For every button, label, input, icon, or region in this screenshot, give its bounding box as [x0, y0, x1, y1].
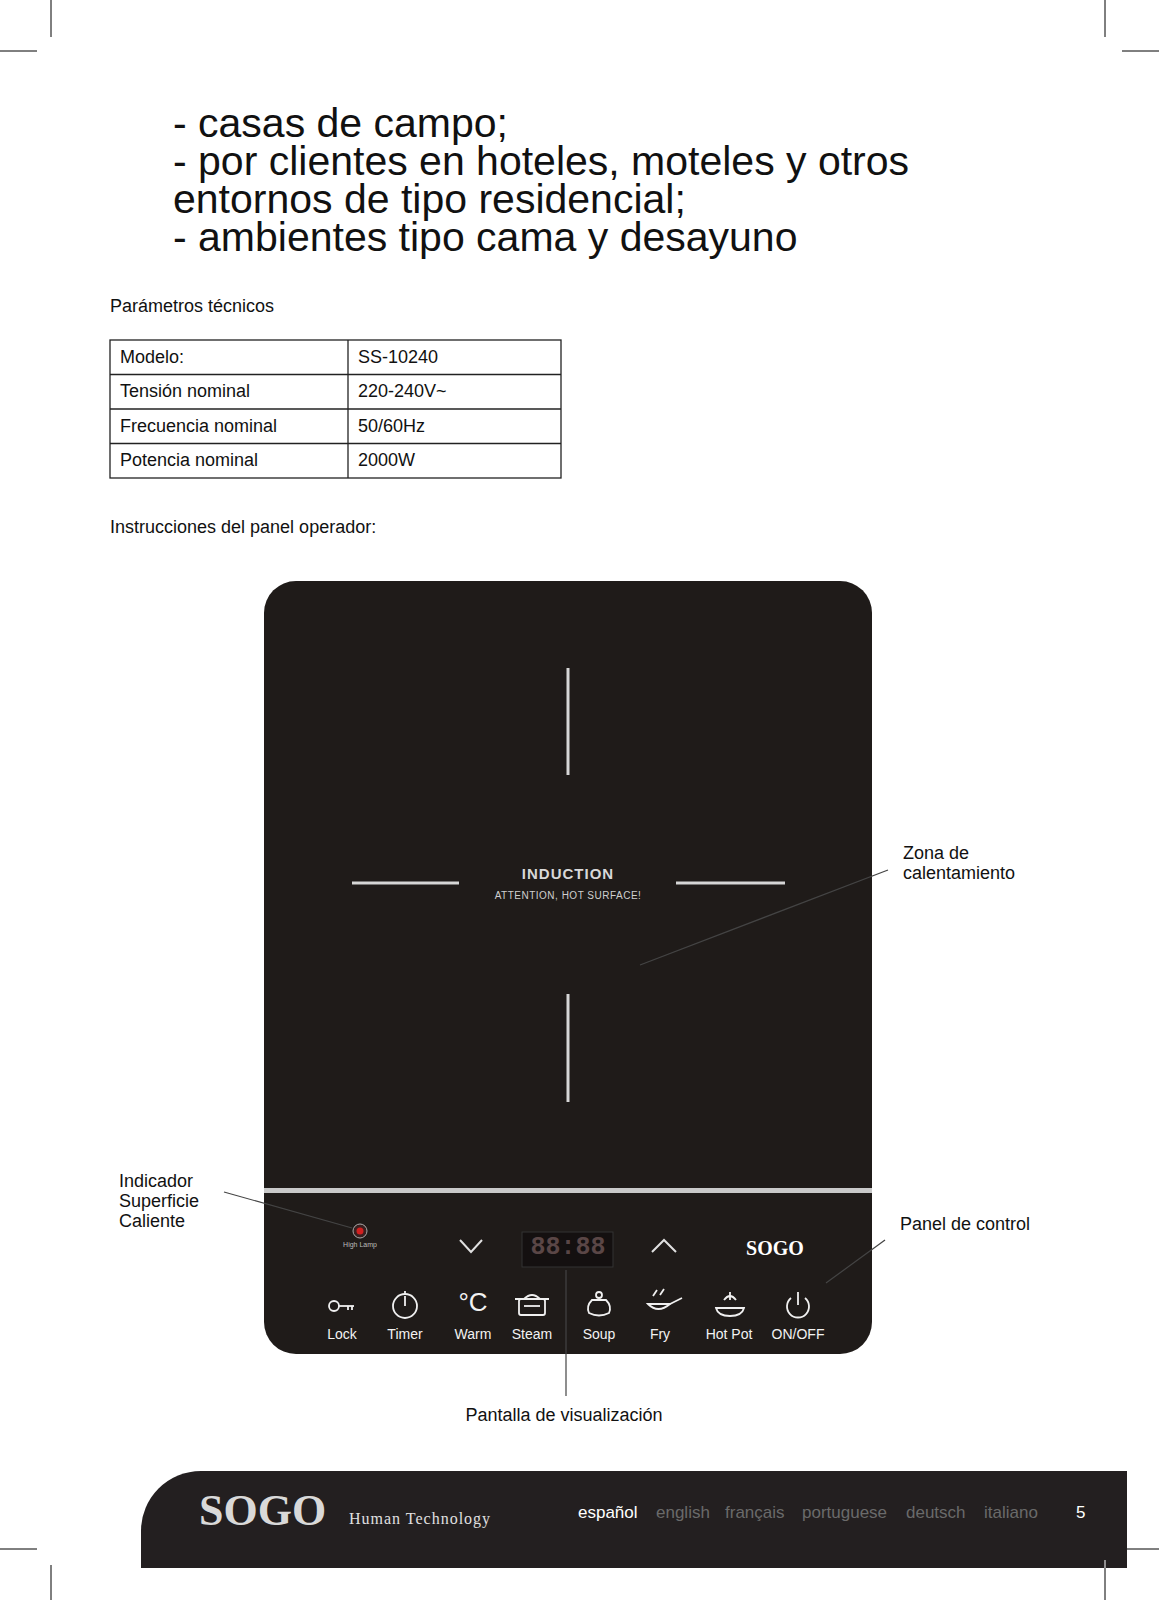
- leader-lines: [224, 870, 888, 1396]
- table-cell: Frecuencia nominal: [120, 416, 277, 437]
- button-label: Timer: [387, 1326, 422, 1342]
- brand-text: INDUCTION: [522, 865, 614, 882]
- button-label: Hot Pot: [706, 1326, 753, 1342]
- warm-symbol: °C: [458, 1288, 487, 1318]
- warning-text: ATTENTION, HOT SURFACE!: [495, 890, 642, 902]
- table-cell: 50/60Hz: [358, 416, 425, 437]
- footer-band: SOGO Human Technology español english frança…: [141, 1471, 1127, 1568]
- cooktop-illustration: [264, 581, 872, 1354]
- language-tab: deutsch: [906, 1503, 966, 1523]
- page-number: 5: [1076, 1503, 1085, 1523]
- lamp-label: High Lamp: [343, 1241, 377, 1249]
- language-tab: español: [578, 1503, 638, 1523]
- callout-label: Pantalla de visualización: [465, 1405, 662, 1426]
- callout-label: Zona de calentamiento: [903, 843, 1053, 883]
- button-label: Soup: [583, 1326, 616, 1342]
- button-label: Warm: [455, 1326, 492, 1342]
- button-label: Lock: [327, 1326, 357, 1342]
- section-heading: Parámetros técnicos: [110, 296, 274, 317]
- display-digits: 88:88: [530, 1234, 605, 1263]
- cooktop-panel: INDUCTION ATTENTION, HOT SURFACE! High Lam…: [264, 581, 872, 1354]
- callout-label: Indicador Superficie Caliente: [119, 1171, 223, 1231]
- language-tab: français: [725, 1503, 785, 1523]
- table-cell: Modelo:: [120, 347, 184, 368]
- section-heading: Instrucciones del panel operador:: [110, 517, 376, 538]
- table-cell: SS-10240: [358, 347, 438, 368]
- table-cell: 2000W: [358, 450, 415, 471]
- bullet-item: - casas de campo;: [173, 104, 508, 142]
- language-tab: italiano: [984, 1503, 1038, 1523]
- button-label: Fry: [650, 1326, 670, 1342]
- bullet-item: - por clientes en hoteles, moteles y otr…: [173, 142, 973, 218]
- footer-band: [141, 1471, 1127, 1568]
- language-tab: portuguese: [802, 1503, 887, 1523]
- button-label: Steam: [512, 1326, 552, 1342]
- button-label: ON/OFF: [772, 1326, 825, 1342]
- callout-label: Panel de control: [900, 1214, 1030, 1235]
- table-cell: Potencia nominal: [120, 450, 258, 471]
- bullet-item: - ambientes tipo cama y desayuno: [173, 218, 797, 256]
- brand-logo: SOGO: [746, 1237, 804, 1260]
- brand-logo: SOGO: [199, 1486, 326, 1537]
- language-tab: english: [656, 1503, 710, 1523]
- brand-slogan: Human Technology: [349, 1510, 491, 1528]
- table-cell: Tensión nominal: [120, 381, 250, 402]
- table-cell: 220-240V~: [358, 381, 447, 402]
- table-grid: [110, 340, 561, 478]
